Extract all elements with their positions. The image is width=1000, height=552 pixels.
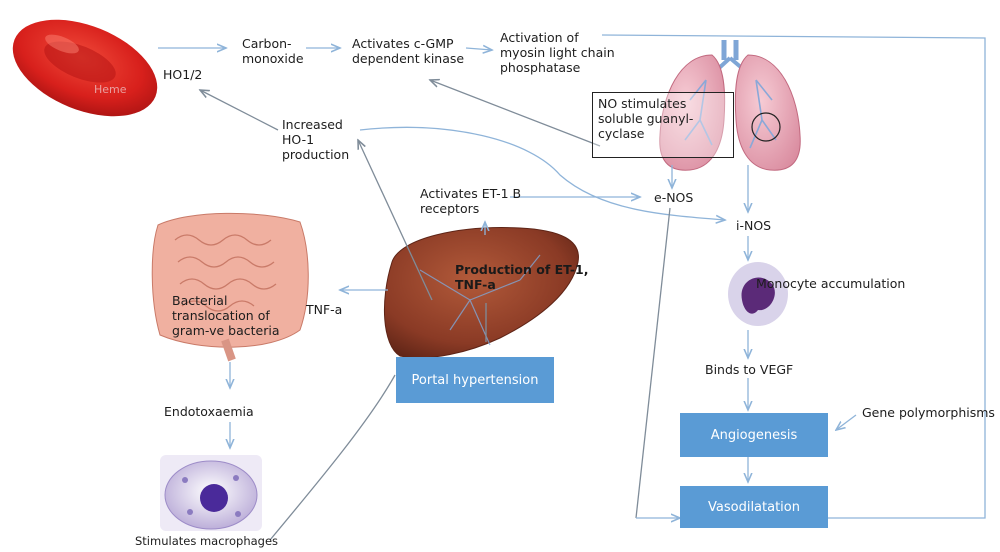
red-blood-cell-image	[0, 1, 171, 136]
gene-polymorphisms-label: Gene polymorphisms	[862, 405, 995, 420]
monocyte-image	[728, 262, 788, 326]
production-et1-label: Production of ET-1, TNF-a	[455, 262, 589, 292]
heme-label: Heme	[94, 82, 127, 97]
bacterial-translocation-label: Bacterial translocation of gram-ve bacte…	[172, 293, 279, 338]
vasodilatation-box: Vasodilatation	[680, 486, 828, 528]
enos-label: e-NOS	[654, 190, 693, 205]
et1b-receptors-label: Activates ET-1 B receptors	[420, 186, 521, 216]
stimulates-macrophages-label: Stimulates macrophages	[135, 534, 278, 549]
monocyte-accumulation-label: Monocyte accumulation	[756, 276, 905, 291]
liver-image	[384, 228, 578, 358]
endotoxaemia-label: Endotoxaemia	[164, 404, 254, 419]
intestine-image	[152, 213, 308, 360]
carbon-monoxide-label: Carbon- monoxide	[242, 36, 304, 66]
binds-vegf-label: Binds to VEGF	[705, 362, 793, 377]
ho1-production-label: Increased HO-1 production	[282, 117, 349, 162]
angiogenesis-box: Angiogenesis	[680, 413, 828, 457]
no-stimulates-box: NO stimulates soluble guanyl- cyclase	[592, 92, 734, 158]
portal-hypertension-box: Portal hypertension	[396, 357, 554, 403]
ho12-label: HO1/2	[163, 67, 202, 82]
tnfa-label: TNF-a	[306, 302, 342, 317]
activates-cgmp-label: Activates c-GMP dependent kinase	[352, 36, 464, 66]
macrophage-image	[160, 455, 262, 531]
myosin-phosphatase-label: Activation of myosin light chain phospha…	[500, 30, 615, 75]
inos-label: i-NOS	[736, 218, 771, 233]
